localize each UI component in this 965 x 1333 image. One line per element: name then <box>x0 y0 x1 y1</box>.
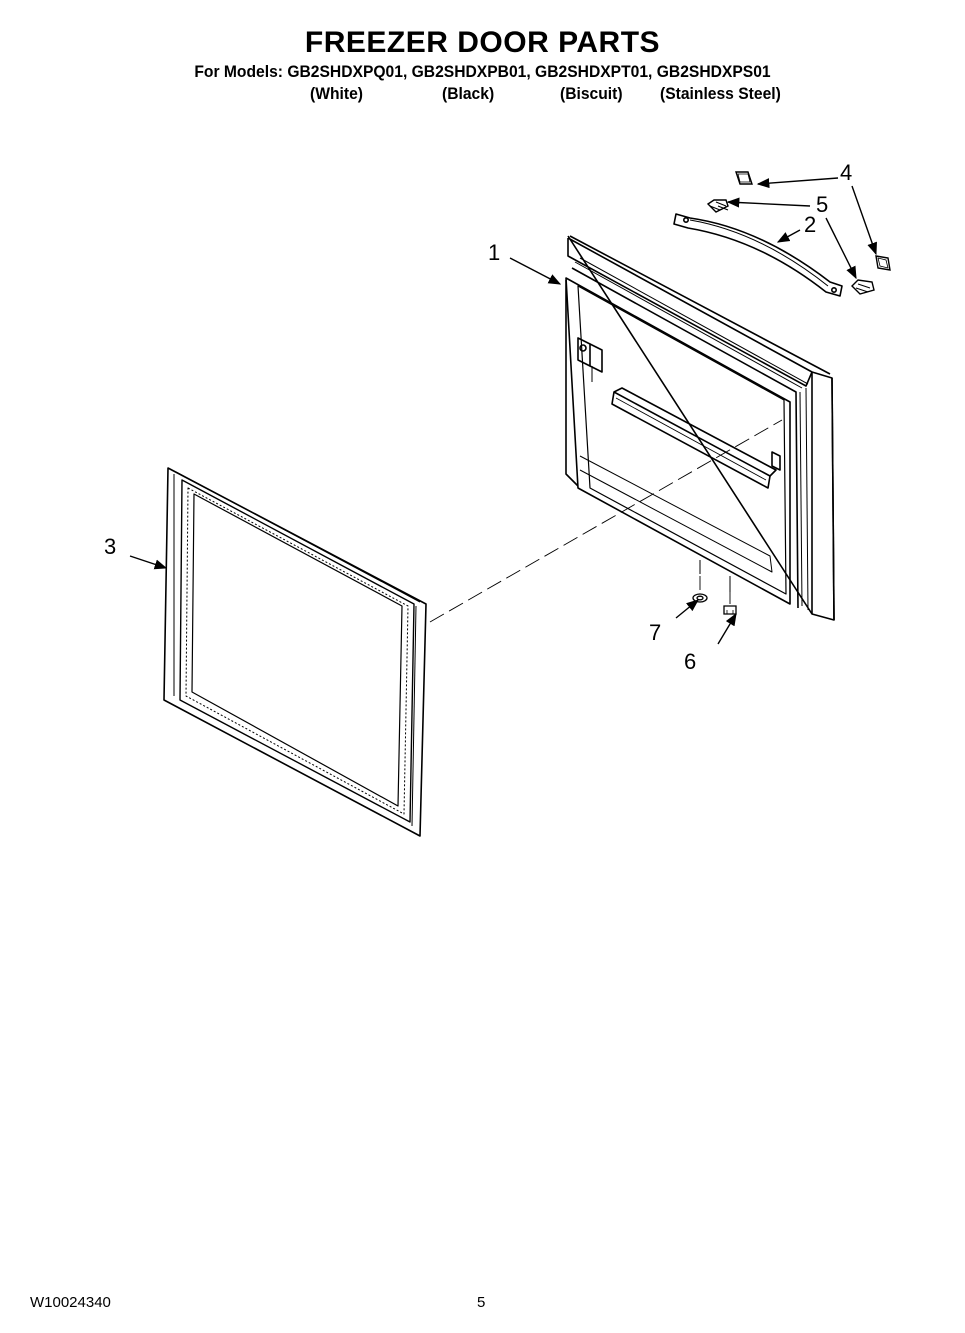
page-title: FREEZER DOOR PARTS <box>304 26 661 59</box>
model-colors: (White) (Black) (Biscuit) (Stainless Ste… <box>0 84 965 106</box>
color-white: (White) <box>310 84 363 103</box>
color-stainless-steel: (Stainless Steel) <box>660 84 781 103</box>
leader-arrows <box>129 177 877 645</box>
color-biscuit: (Biscuit) <box>560 84 623 103</box>
callout-7: 7 <box>649 620 661 645</box>
callout-2: 2 <box>804 212 816 237</box>
callout-6: 6 <box>684 649 696 674</box>
color-black: (Black) <box>442 84 495 103</box>
plug-part-4 <box>735 171 891 271</box>
bushing-part-6 <box>723 605 737 615</box>
door-gasket-part-3 <box>163 467 427 837</box>
page-number: 5 <box>477 1294 486 1311</box>
callout-3: 3 <box>104 534 116 559</box>
assembly-guide-lines <box>429 419 783 623</box>
screw-part-5 <box>706 199 875 295</box>
door-handle-part-2 <box>673 213 843 297</box>
callout-1: 1 <box>488 240 500 265</box>
callout-5: 5 <box>816 192 828 217</box>
washer-part-7 <box>692 593 708 603</box>
models-line: For Models: GB2SHDXPQ01, GB2SHDXPB01, GB… <box>194 62 771 81</box>
document-number: W10024340 <box>30 1294 111 1311</box>
callout-labels: 1 2 3 4 5 6 7 <box>104 160 852 674</box>
callout-4: 4 <box>840 160 852 185</box>
door-liner-part-1 <box>565 235 835 621</box>
